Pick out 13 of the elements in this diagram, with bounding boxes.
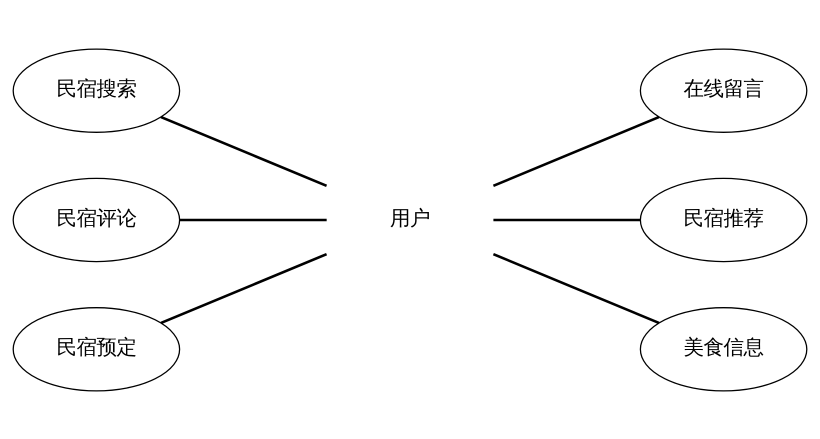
- connector: [492, 252, 660, 324]
- node-ellipse: 民宿评论: [12, 177, 180, 262]
- connector: [492, 115, 660, 187]
- node-ellipse: 民宿搜索: [12, 48, 180, 132]
- node-ellipse: 美食信息: [640, 306, 808, 392]
- connector: [160, 252, 328, 324]
- connector: [160, 115, 328, 187]
- connector: [180, 218, 327, 221]
- connector: [493, 218, 640, 221]
- node-text: 用户: [390, 205, 430, 230]
- node-ellipse: 民宿推荐: [640, 177, 808, 262]
- node-ellipse: 民宿预定: [12, 306, 180, 392]
- node-ellipse: 在线留言: [640, 48, 808, 132]
